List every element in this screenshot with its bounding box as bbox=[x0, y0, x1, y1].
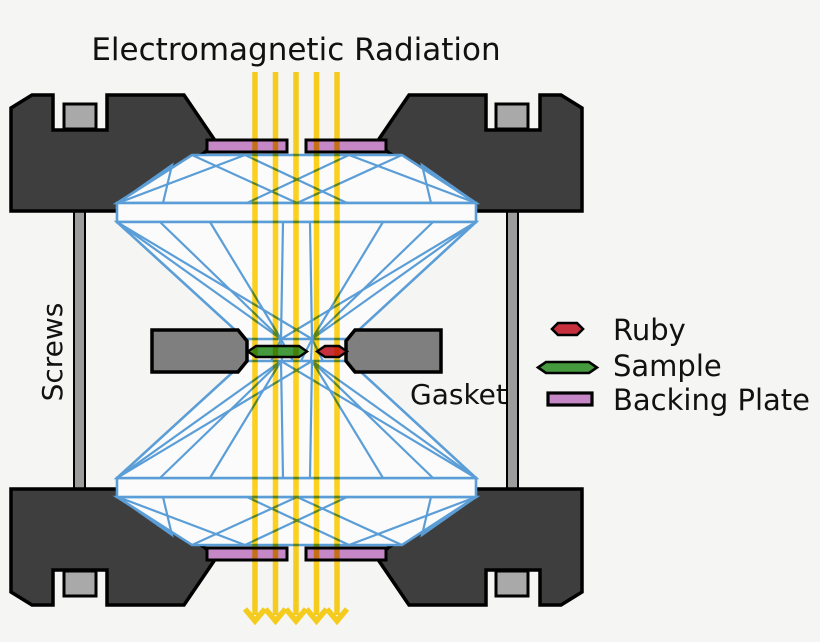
facet-line bbox=[280, 221, 477, 340]
gasket bbox=[150, 328, 443, 374]
backing-plate-left bbox=[205, 138, 289, 154]
arrowhead-icon bbox=[263, 607, 288, 626]
ruby-hexagon bbox=[314, 344, 350, 359]
legend-sample-swatch-icon bbox=[535, 360, 600, 375]
screw-bar-right bbox=[506, 205, 519, 495]
screw-head-right bbox=[494, 102, 530, 131]
legend-sample-label: Sample bbox=[613, 349, 722, 383]
facet-line bbox=[117, 162, 174, 204]
title-electromagnetic-radiation: Electromagnetic Radiation bbox=[91, 32, 500, 68]
facet-line bbox=[209, 221, 282, 340]
arrowhead-icon bbox=[304, 607, 329, 626]
legend-ruby-label: Ruby bbox=[613, 313, 686, 347]
screw-bar-left bbox=[73, 205, 86, 495]
gasket-block-left bbox=[150, 328, 249, 374]
facet-line bbox=[348, 153, 477, 205]
screws-label: Screws bbox=[36, 303, 69, 402]
facet-line bbox=[117, 153, 246, 205]
legend-ruby-swatch-icon bbox=[550, 321, 585, 337]
facet-line bbox=[311, 221, 434, 340]
gasket-block-right bbox=[344, 328, 443, 374]
legend-backing-plate-swatch-icon bbox=[546, 391, 594, 407]
facet-line bbox=[279, 221, 285, 340]
facet-line bbox=[159, 221, 282, 340]
arrowhead-icon bbox=[324, 607, 350, 626]
legend: Ruby Sample Backing Plate bbox=[535, 313, 810, 417]
arrowhead-icon bbox=[242, 607, 268, 626]
facet-line bbox=[308, 221, 314, 340]
facet-line bbox=[310, 338, 313, 362]
gasket-label: Gasket bbox=[410, 378, 507, 411]
radiation-beams bbox=[242, 72, 350, 626]
facet-line bbox=[116, 221, 313, 340]
screw-head-left bbox=[62, 102, 98, 131]
backing-plate-right bbox=[304, 138, 388, 154]
facet-line bbox=[311, 221, 384, 340]
facet-line bbox=[420, 162, 477, 204]
legend-backing-plate-label: Backing Plate bbox=[613, 383, 810, 417]
arrowhead-icon bbox=[283, 607, 309, 626]
